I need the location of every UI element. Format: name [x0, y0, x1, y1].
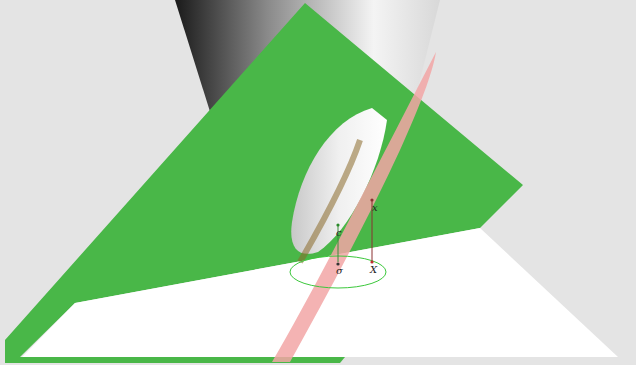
- pink-plane: [272, 52, 436, 362]
- point-label: X: [370, 265, 377, 275]
- green-plane-edge: [5, 357, 345, 363]
- background: [4, 0, 632, 362]
- point-label: σ: [336, 266, 343, 276]
- point-label: x: [372, 203, 378, 213]
- point-x: [370, 198, 373, 201]
- point-X: [370, 260, 373, 263]
- point-label: c: [336, 228, 342, 238]
- plane-overlap: [300, 140, 360, 262]
- point-c: [336, 223, 339, 226]
